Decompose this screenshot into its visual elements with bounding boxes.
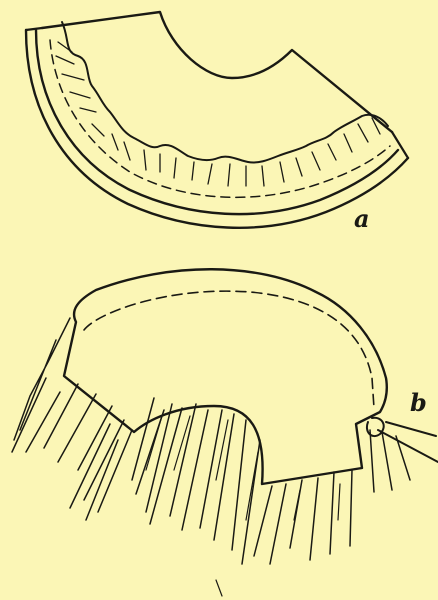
binding-end-left-a	[26, 28, 42, 30]
figure-a	[26, 12, 408, 228]
skirt-folds-b	[12, 318, 410, 564]
pleat-lines-a	[56, 42, 380, 186]
gathered-edge-a	[62, 22, 388, 163]
stitch-line-a	[50, 40, 390, 197]
figure-b	[12, 269, 438, 596]
facing-piece-a	[42, 12, 392, 132]
binding-inner-arc-a	[36, 30, 398, 214]
figure-label-b: b	[410, 388, 427, 417]
facing-piece-b	[64, 269, 387, 484]
stitch-line-b	[84, 291, 374, 408]
figure-label-a: a	[354, 204, 370, 233]
